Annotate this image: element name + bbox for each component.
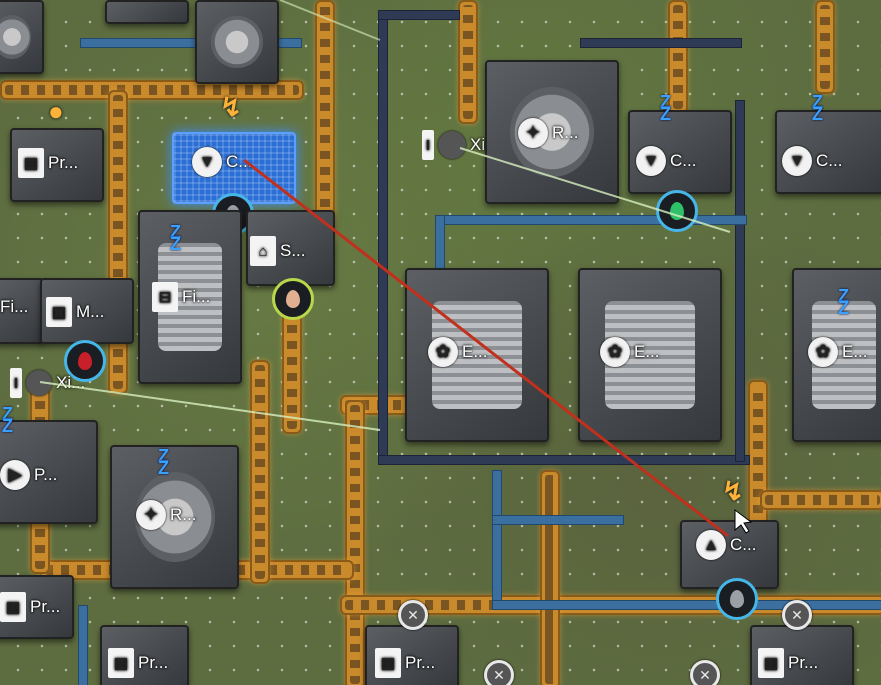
fluid-pipe[interactable] [580,38,742,48]
xi-icon: I [422,130,434,160]
item-icon [286,290,300,308]
refinery-machine[interactable] [110,445,239,589]
fluid-pipe[interactable] [492,515,624,525]
resource-indicator [272,278,314,320]
sorter-icon: ⌂ [250,236,276,266]
fluid-pipe[interactable] [80,38,302,48]
crusher-icon: ▲ [696,530,726,560]
resource-indicator [656,190,698,232]
crusher-icon: ▼ [782,146,812,176]
building-label: ✿ E... [428,337,488,367]
splitter-gear-icon[interactable] [782,600,812,630]
belt-segment[interactable] [0,80,304,100]
building-label: ▼ C... [192,147,252,177]
crusher-icon: ▼ [636,146,666,176]
building-label: ✿ E... [600,337,660,367]
belt-segment[interactable] [815,0,835,94]
press-icon: ▶ [0,460,30,490]
processor-icon: ▤ [18,148,44,178]
building-label: ▤ Pr... [18,148,78,178]
machine-top[interactable] [195,0,279,84]
resource-indicator [64,340,106,382]
fluid-drop-icon [730,590,744,608]
fluid-pipe[interactable] [492,600,881,610]
building-label: ▤ Pr... [375,648,435,678]
belt-segment[interactable] [250,360,270,584]
building-label: ▤ Pr... [0,592,60,622]
building-label: ▤ Pr... [108,648,168,678]
processor-icon: ▤ [375,648,401,678]
building-label: ▶ P... [0,460,57,490]
building-label: ✦ R... [518,118,578,148]
processor-icon: ▤ [108,648,134,678]
mixer-icon: ▣ [46,297,72,327]
filter-icon: ⊟ [152,282,178,312]
refinery-machine[interactable] [485,60,619,204]
fluid-pipe[interactable] [378,455,750,465]
refinery-icon: ✦ [136,500,166,530]
warning-icon: ↯ [722,476,744,506]
processor-icon: ▤ [0,592,26,622]
warning-icon: ↯ [220,92,242,122]
building-label: ▼ C... [636,146,696,176]
fluid-pipe[interactable] [78,605,88,685]
machine-top-small[interactable] [105,0,189,24]
electrolyzer-machine[interactable] [792,268,881,442]
crusher-icon: ▼ [192,147,222,177]
belt-segment[interactable] [668,0,688,114]
building-label: ▤ Pr... [758,648,818,678]
item-icon [78,352,92,370]
building-label: ▣ M... [46,297,104,327]
building-label: ▼ C... [782,146,842,176]
resource-indicator [716,578,758,620]
crusher-machine-target[interactable] [680,520,779,589]
refinery-icon: ✦ [518,118,548,148]
warning-icon: ● [48,96,64,126]
belt-segment[interactable] [760,490,881,510]
power-link-line [279,0,381,41]
mouse-cursor-icon [734,509,753,534]
belt-segment[interactable] [458,0,478,124]
splitter-gear-icon[interactable] [484,660,514,685]
power-link-line [459,147,731,233]
building-label: ✿ E... [808,337,868,367]
fluid-drop-icon [670,202,684,220]
splitter-gear-icon[interactable] [690,660,720,685]
power-link-line [39,381,381,431]
processor-icon: ▤ [758,648,784,678]
building-label: Fi... [0,297,29,316]
xi-icon: I [10,368,22,398]
electrolyzer-icon: ✿ [428,337,458,367]
building-label: ✦ R... [136,500,196,530]
building-label: ▲ C... [696,530,756,560]
belt-segment[interactable] [282,300,302,434]
inserter-link-line [243,158,729,538]
building-label: ⊟ Fi... [152,282,210,312]
xi-node-icon [438,131,466,159]
splitter-gear-icon[interactable] [398,600,428,630]
electrolyzer-icon: ✿ [808,337,838,367]
fluid-pipe[interactable] [735,100,745,462]
fluid-pipe[interactable] [378,10,460,20]
building-label: ⌂ S... [250,236,306,266]
machine-top-left[interactable] [0,0,44,74]
electrolyzer-icon: ✿ [600,337,630,367]
